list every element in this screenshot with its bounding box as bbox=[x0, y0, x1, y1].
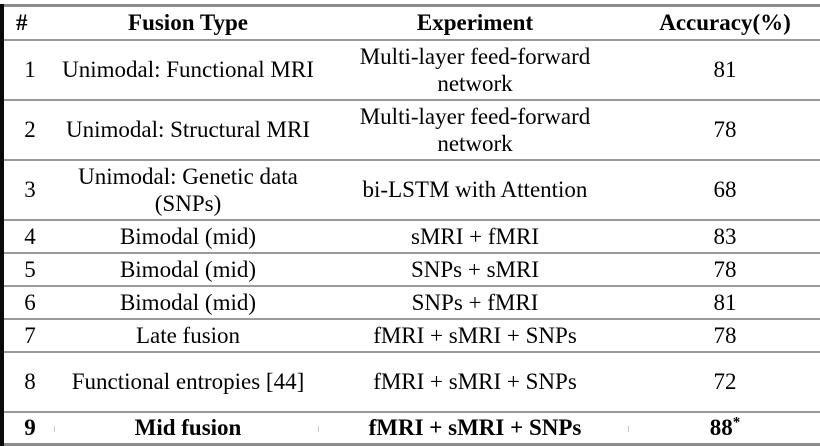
table-row: 6 Bimodal (mid) SNPs + fMRI 81 bbox=[0, 285, 820, 320]
cell-fusion-type: Functional entropies [44] bbox=[56, 351, 320, 413]
cell-number: 2 bbox=[0, 99, 56, 161]
accuracy-value: 88 bbox=[709, 415, 733, 441]
cell-number: 1 bbox=[0, 39, 56, 101]
cell-accuracy: 81 bbox=[630, 285, 820, 320]
cell-experiment: fMRI + sMRI + SNPs bbox=[320, 351, 630, 413]
cell-number: 8 bbox=[0, 351, 56, 413]
cell-experiment: sMRI + fMRI bbox=[320, 219, 630, 254]
cell-fusion-type: Unimodal: Functional MRI bbox=[56, 39, 320, 101]
table-row: 4 Bimodal (mid) sMRI + fMRI 83 bbox=[0, 219, 820, 254]
table-row: 8 Functional entropies [44] fMRI + sMRI … bbox=[0, 351, 820, 413]
cell-experiment: Multi-layer feed-forward network bbox=[320, 39, 630, 101]
cell-fusion-type: Bimodal (mid) bbox=[56, 219, 320, 254]
table-header-row: # Fusion Type Experiment Accuracy(%) bbox=[0, 4, 820, 41]
cell-experiment: fMRI + sMRI + SNPs bbox=[320, 318, 630, 353]
column-divider-tick-2 bbox=[318, 426, 319, 432]
table-body: 1 Unimodal: Functional MRI Multi-layer f… bbox=[0, 39, 820, 446]
accuracy-footnote-marker: * bbox=[732, 414, 741, 431]
cell-accuracy: 81 bbox=[630, 39, 820, 101]
column-header-experiment: Experiment bbox=[320, 4, 630, 41]
cell-experiment: Multi-layer feed-forward network bbox=[320, 99, 630, 161]
column-divider-tick-1 bbox=[54, 426, 55, 432]
column-header-fusion-type: Fusion Type bbox=[56, 4, 320, 41]
cell-number: 4 bbox=[0, 219, 56, 254]
column-header-accuracy: Accuracy(%) bbox=[630, 4, 820, 41]
cell-fusion-type: Unimodal: Structural MRI bbox=[56, 99, 320, 161]
cell-number: 5 bbox=[0, 252, 56, 287]
table-row: 3 Unimodal: Genetic data (SNPs) bi-LSTM … bbox=[0, 159, 820, 221]
table-header: # Fusion Type Experiment Accuracy(%) bbox=[0, 4, 820, 41]
column-divider-tick-3 bbox=[628, 426, 629, 432]
cell-fusion-type: Unimodal: Genetic data (SNPs) bbox=[56, 159, 320, 221]
cell-accuracy: 78 bbox=[630, 99, 820, 161]
cell-accuracy: 83 bbox=[630, 219, 820, 254]
table-row: 1 Unimodal: Functional MRI Multi-layer f… bbox=[0, 39, 820, 101]
fusion-results-table: # Fusion Type Experiment Accuracy(%) 1 U… bbox=[0, 4, 820, 446]
cell-fusion-type: Late fusion bbox=[56, 318, 320, 353]
table-row: 7 Late fusion fMRI + sMRI + SNPs 78 bbox=[0, 318, 820, 353]
cell-accuracy: 72 bbox=[630, 351, 820, 413]
cell-number: 3 bbox=[0, 159, 56, 221]
column-header-number: # bbox=[0, 4, 56, 41]
cell-experiment: SNPs + sMRI bbox=[320, 252, 630, 287]
table-row: 2 Unimodal: Structural MRI Multi-layer f… bbox=[0, 99, 820, 161]
cell-experiment: bi-LSTM with Attention bbox=[320, 159, 630, 221]
cell-number: 7 bbox=[0, 318, 56, 353]
cell-accuracy: 78 bbox=[630, 252, 820, 287]
cell-number: 6 bbox=[0, 285, 56, 320]
cell-fusion-type: Bimodal (mid) bbox=[56, 252, 320, 287]
cell-accuracy: 78 bbox=[630, 318, 820, 353]
cell-fusion-type: Bimodal (mid) bbox=[56, 285, 320, 320]
cell-accuracy: 68 bbox=[630, 159, 820, 221]
cell-experiment: SNPs + fMRI bbox=[320, 285, 630, 320]
table-row: 5 Bimodal (mid) SNPs + sMRI 78 bbox=[0, 252, 820, 287]
